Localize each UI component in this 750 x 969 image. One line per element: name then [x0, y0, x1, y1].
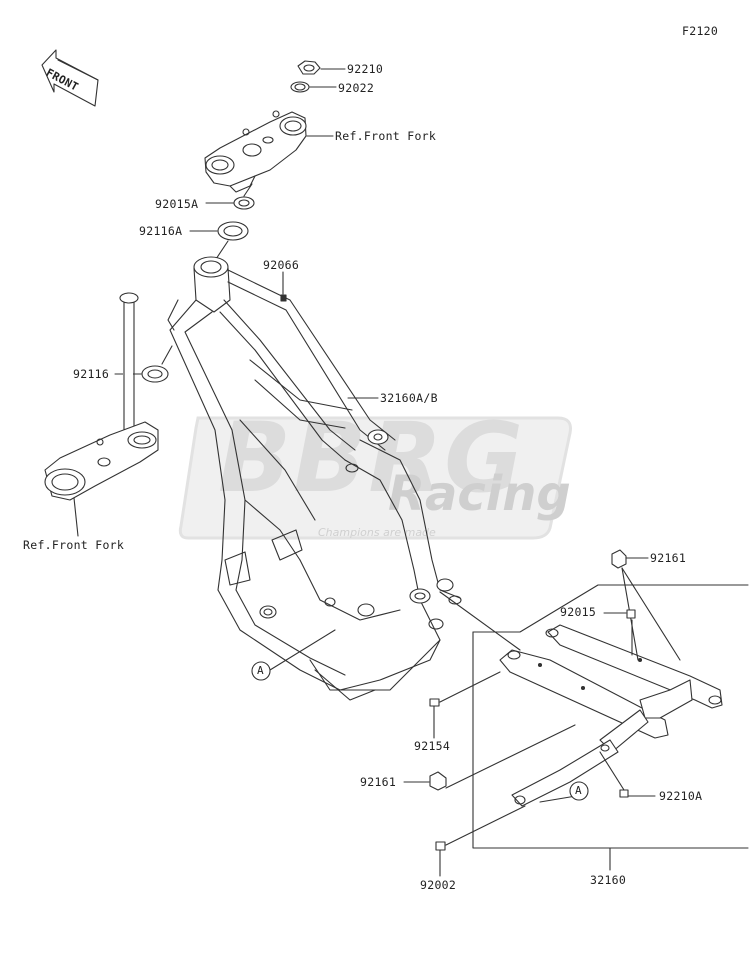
part-label-92022[interactable]: 92022	[338, 81, 375, 95]
subframe-bracket-lines	[439, 584, 749, 871]
figure-code: F2120	[682, 24, 719, 38]
part-label-92210a[interactable]: 92210A	[659, 789, 703, 803]
part-label-92210[interactable]: 92210	[347, 62, 384, 76]
watermark-shape	[178, 416, 572, 540]
part-label-92116[interactable]: 92116	[73, 367, 110, 381]
part-label-32160[interactable]: 32160	[590, 873, 627, 887]
cap-92161-top-icon	[611, 549, 649, 569]
bolt-92154-icon	[429, 671, 501, 739]
nut-92210-icon	[297, 60, 346, 75]
subframe-icon	[499, 567, 723, 807]
part-label-92015a[interactable]: 92015A	[155, 197, 199, 211]
lower-triple-clamp-icon	[44, 292, 159, 537]
washer-92022-icon	[290, 81, 337, 93]
bolt-92002-icon	[435, 795, 577, 877]
part-label-92015[interactable]: 92015	[560, 605, 597, 619]
watermark-tagline: Champions are made	[318, 526, 436, 539]
seal-92116a-icon	[189, 221, 249, 263]
watermark-sub: Racing	[388, 466, 571, 522]
callout-a-circle-main	[251, 661, 271, 681]
main-frame-icon	[167, 256, 462, 701]
callout-a-circle-sub	[569, 781, 589, 801]
front-arrow-icon	[41, 49, 99, 107]
part-label-32160ab[interactable]: 32160A/B	[380, 391, 438, 405]
part-label-92066[interactable]: 92066	[263, 258, 300, 272]
part-label-92116a[interactable]: 92116A	[139, 224, 183, 238]
part-label-92161-mid[interactable]: 92161	[360, 775, 397, 789]
ref-front-fork-top[interactable]: Ref.Front Fork	[335, 129, 437, 143]
callout-a-main: A	[257, 664, 264, 677]
part-label-92002[interactable]: 92002	[420, 878, 457, 892]
collar-92015-icon	[603, 609, 636, 619]
watermark-logo: BBRG Racing Champions are made	[178, 402, 578, 543]
bearing-92015a-icon	[205, 183, 255, 210]
ref-front-fork-lower[interactable]: Ref.Front Fork	[23, 538, 125, 552]
part-label-92154[interactable]: 92154	[414, 739, 451, 753]
upper-triple-clamp-icon	[204, 110, 334, 193]
part-label-92161-top[interactable]: 92161	[650, 551, 687, 565]
cap-92161-mid-icon	[403, 724, 576, 791]
nut-92210a-icon	[599, 751, 656, 798]
callout-a-sub: A	[575, 784, 582, 797]
